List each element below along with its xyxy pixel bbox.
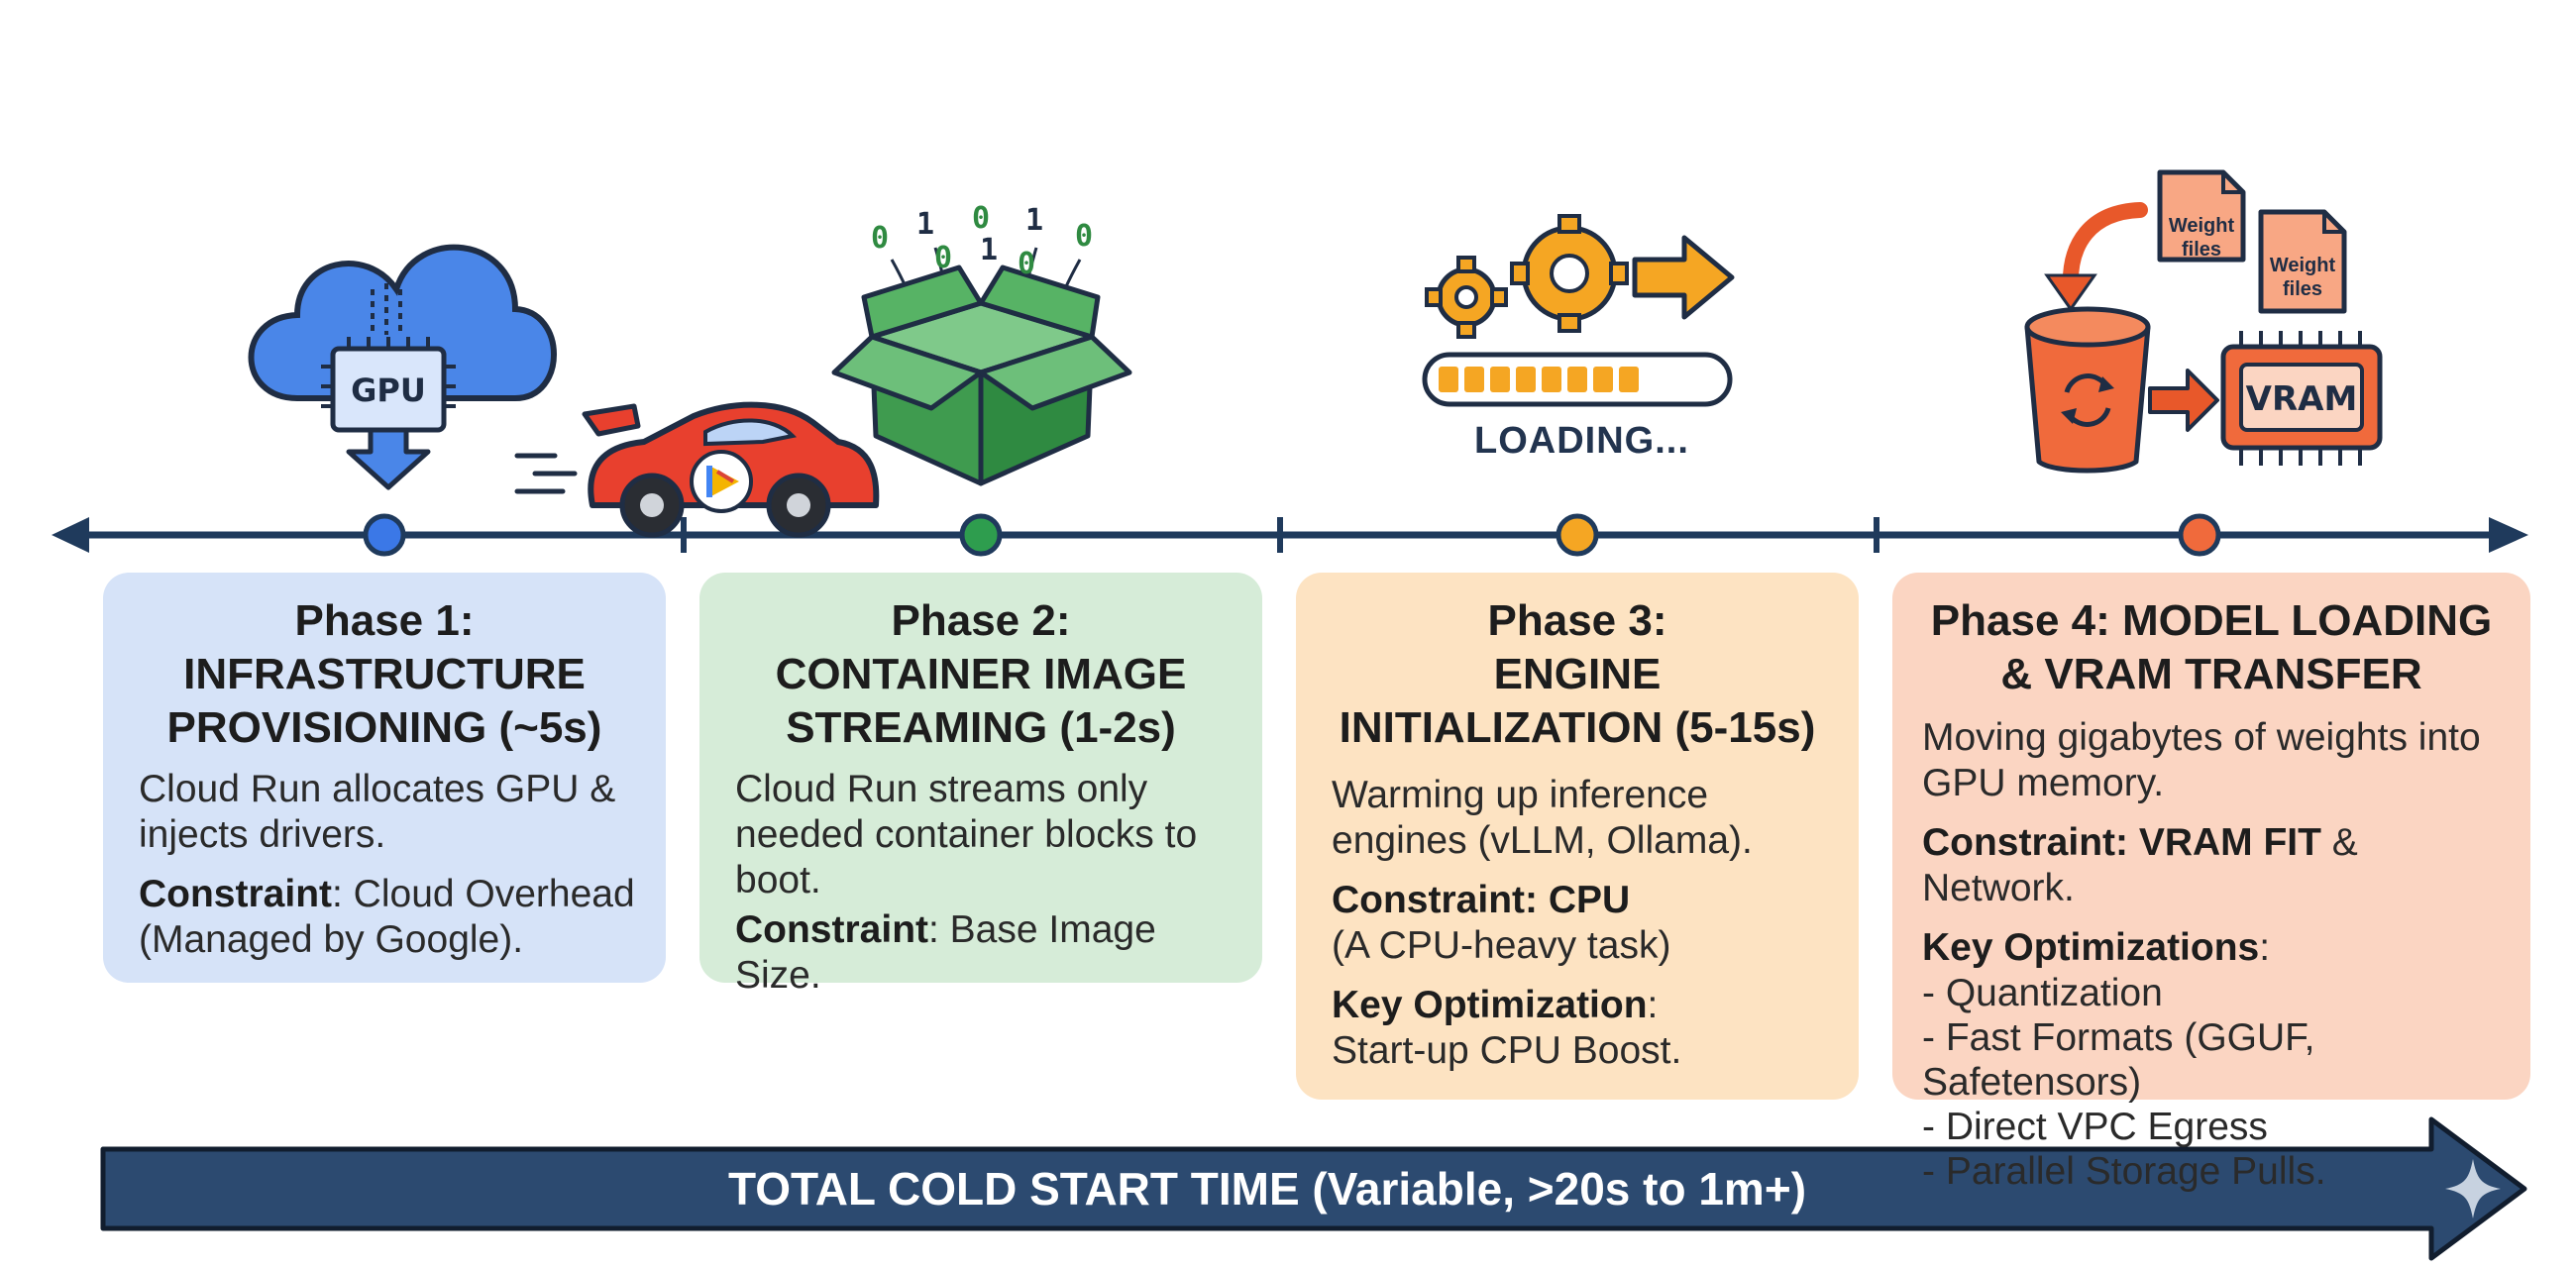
total-cold-start-label: TOTAL COLD START TIME (Variable, >20s to… — [727, 1163, 1807, 1215]
loading-label: LOADING... — [1474, 420, 1689, 462]
phase-4-constraint: Constraint: VRAM FIT & Network. — [1922, 820, 2501, 911]
phase-4-card: Phase 4: MODEL LOADING& VRAM TRANSFER Mo… — [1892, 573, 2530, 1193]
phase-3-constraint-text: (A CPU-heavy task) — [1332, 924, 1671, 967]
timeline-marker-phase-4 — [2178, 513, 2221, 557]
constraint-label: Constraint — [1922, 821, 2115, 864]
constraint-text: : Cloud Overhead (Managed by Google). — [139, 873, 635, 961]
binary-digit: 1 — [980, 233, 998, 267]
binary-digit: 1 — [1025, 203, 1043, 238]
curved-arrow-icon — [2044, 202, 2148, 312]
timeline-marker-phase-2 — [959, 513, 1003, 557]
list-item: Quantization — [1922, 971, 2501, 1015]
timeline-marker-phase-3 — [1556, 513, 1599, 557]
container-box-icon — [831, 247, 1132, 486]
optimization-label: Key Optimizations — [1922, 926, 2260, 969]
cloud-gpu-icon — [248, 244, 557, 490]
optimization-label: Key Optimization — [1332, 984, 1648, 1026]
phase-3-optimization-label: Key Optimization: — [1332, 984, 1659, 1026]
constraint-text: : Base Image Size. — [735, 908, 1156, 997]
phase-4-optimization-label: Key Optimizations: — [1922, 926, 2271, 969]
race-car-icon — [514, 401, 880, 538]
phase-4-title: Phase 4: MODEL LOADING& VRAM TRANSFER — [1930, 596, 2493, 698]
list-item: Direct VPC Egress — [1922, 1105, 2501, 1149]
gears-icon — [1425, 214, 1735, 339]
binary-digit: 0 — [934, 241, 952, 275]
weight-file-icon — [2258, 209, 2347, 314]
constraint-label: Constraint — [735, 908, 928, 951]
vram-chip-label: VRAM — [2246, 379, 2358, 419]
list-item: Parallel Storage Pulls. — [1922, 1149, 2501, 1194]
constraint-text: & Network. — [1922, 821, 2358, 909]
phase-1-constraint: Constraint: Cloud Overhead (Managed by G… — [139, 872, 636, 963]
phase-2-constraint: Constraint: Base Image Size. — [735, 907, 1233, 999]
phase-3-constraint-label: Constraint: CPU — [1332, 878, 1829, 923]
right-arrow-icon — [2148, 369, 2219, 432]
weight-file-icon — [2157, 169, 2246, 263]
binary-digit: 0 — [1075, 219, 1093, 254]
gpu-chip-label: GPU — [351, 371, 426, 409]
phase-3-optimization-text: Start-up CPU Boost. — [1332, 1029, 1682, 1072]
binary-digit: 0 — [1018, 247, 1035, 281]
binary-digits: 0 1 0 0 1 0 1 0 — [871, 201, 1093, 281]
binary-digit: 0 — [972, 201, 990, 236]
loading-progress-bar — [1422, 352, 1733, 407]
phase-1-description: Cloud Run allocates GPU & injects driver… — [139, 768, 616, 856]
timeline-marker-phase-1 — [363, 513, 406, 557]
phase-2-description: Cloud Run streams only needed container … — [735, 768, 1198, 901]
binary-digit: 0 — [871, 221, 889, 256]
optimization-list: Quantization Fast Formats (GGUF, Safeten… — [1922, 971, 2501, 1194]
constraint-label: Constraint: CPU — [1332, 879, 1631, 921]
phase-3-description: Warming up inference engines (vLLM, Olla… — [1332, 774, 1753, 862]
binary-digit: 1 — [916, 207, 934, 242]
constraint-label: Constraint — [139, 873, 332, 915]
storage-bucket-icon — [2024, 306, 2151, 474]
vram-chip-icon — [2220, 331, 2383, 466]
timeline-axis — [52, 517, 2528, 553]
list-item: Fast Formats (GGUF, Safetensors) — [1922, 1015, 2501, 1105]
phase-4-description: Moving gigabytes of weights into GPU mem… — [1922, 716, 2481, 804]
constraint-emphasis: : VRAM FIT — [2115, 821, 2321, 864]
